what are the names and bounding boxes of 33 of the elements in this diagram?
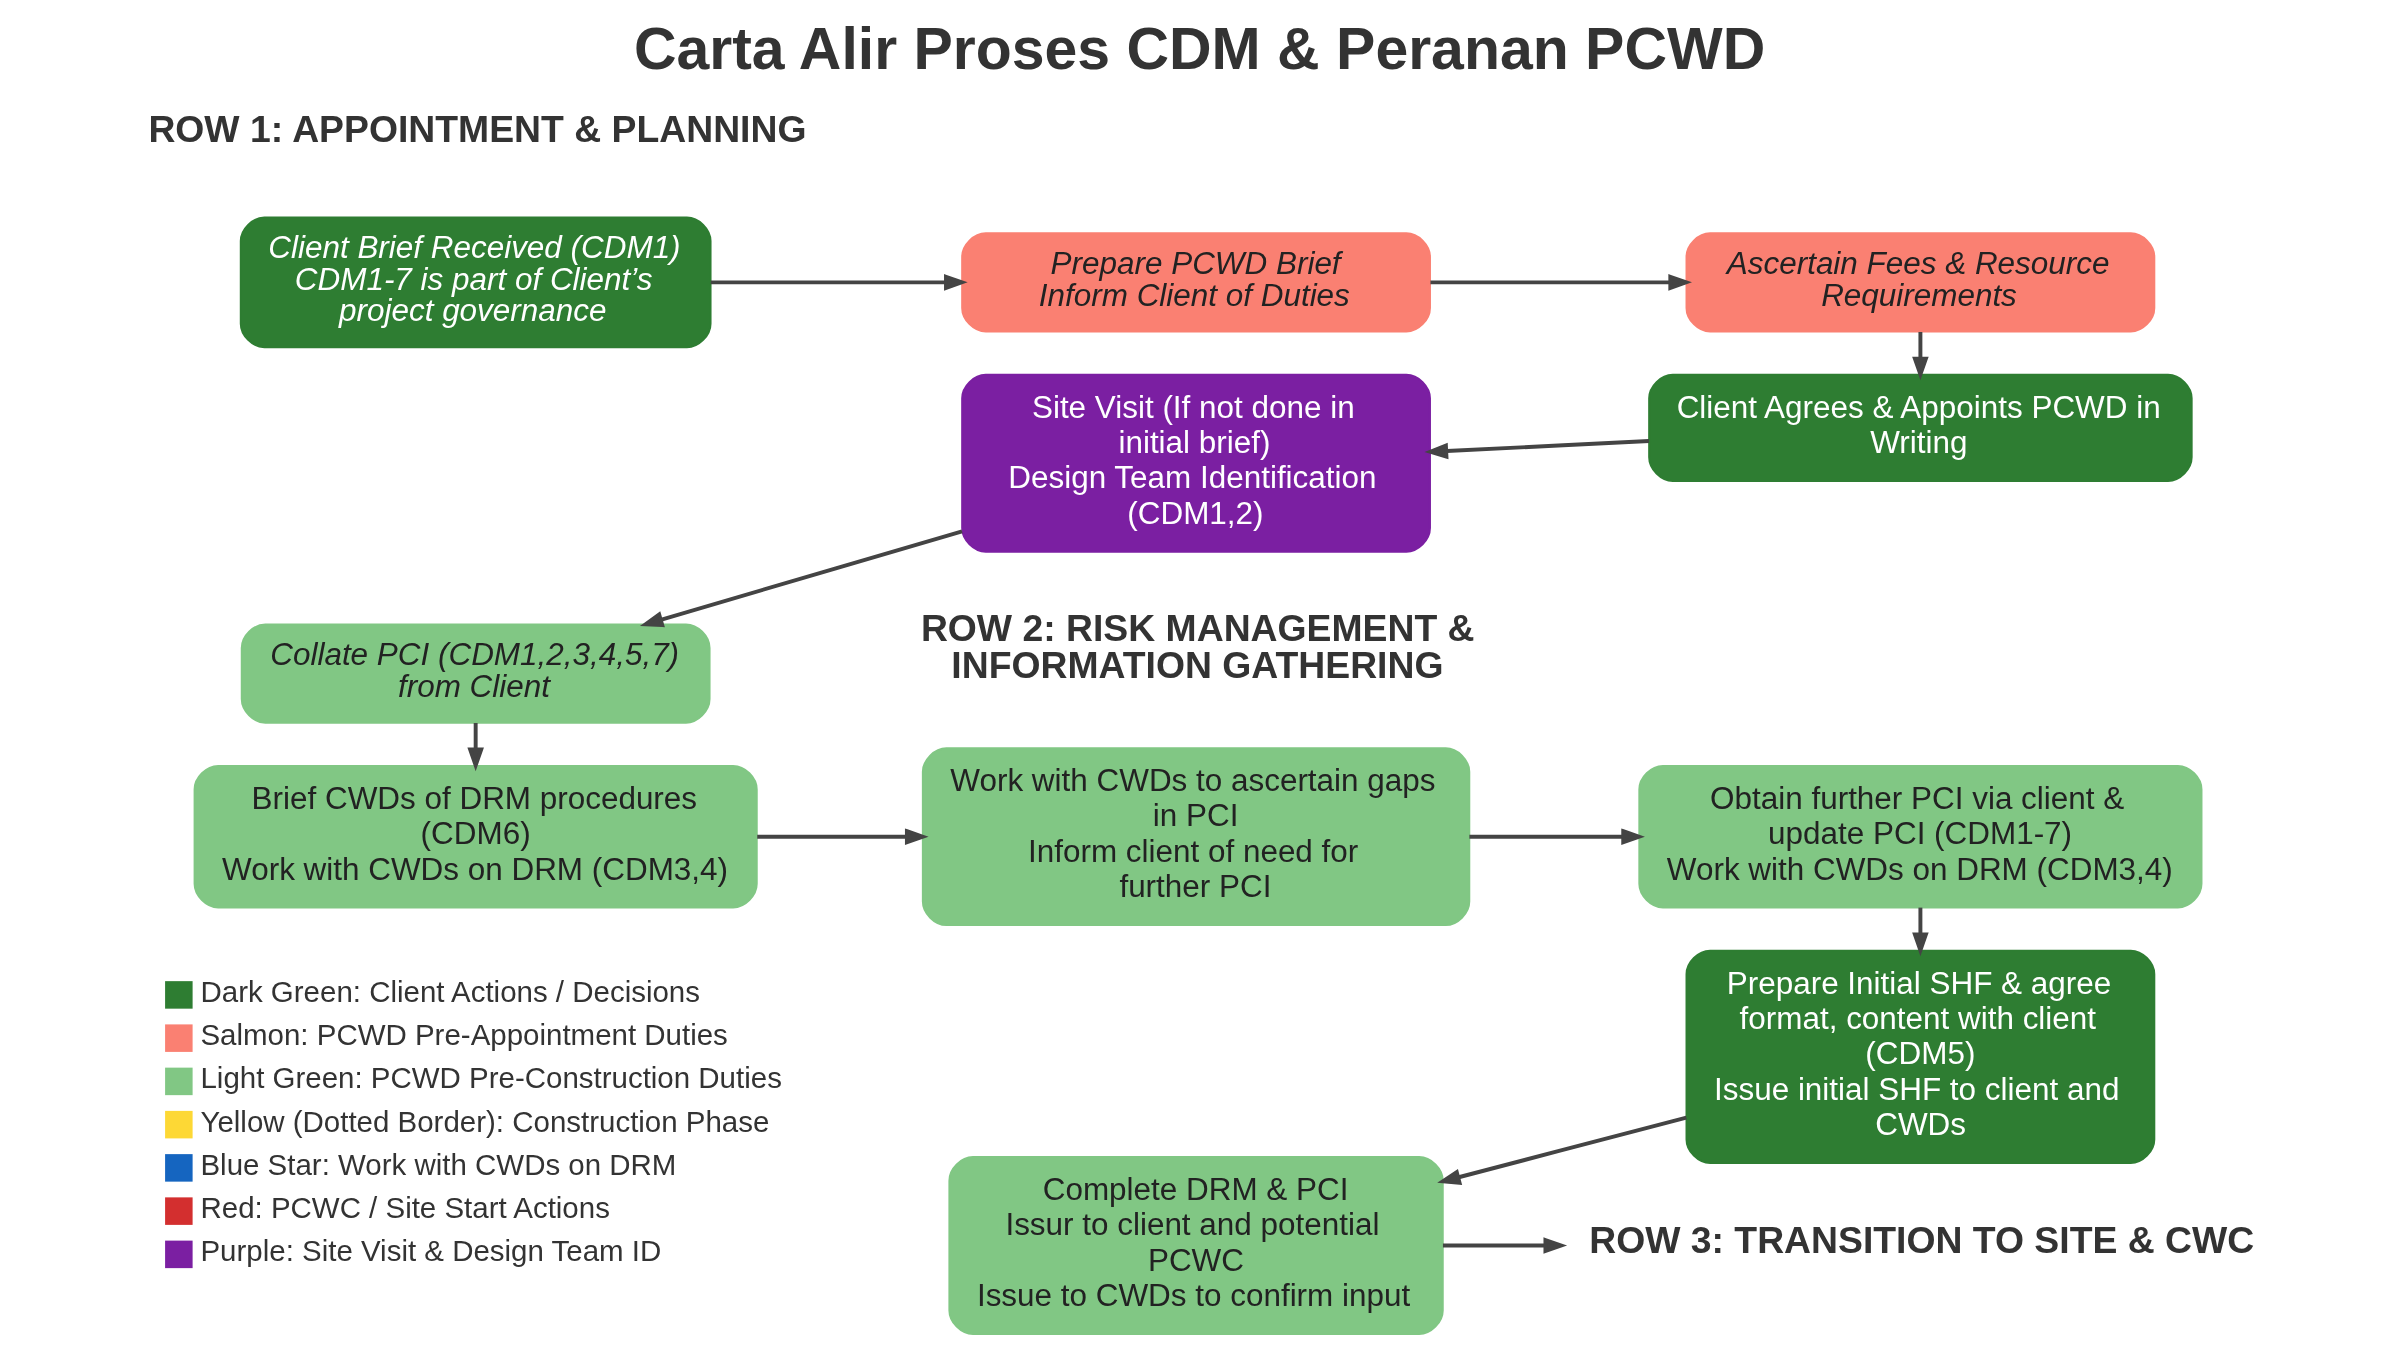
arrow [757,828,929,845]
arrow [1424,439,1650,460]
arrow [710,274,968,291]
node-box: Obtain further PCI via client & update PCI (CDM1-7) Work with CWDs on DRM (CDM3,4) [1638,764,2203,909]
legend-label: Light Green: PCWD Pre-Construction Duties [200,1061,782,1095]
legend-label: Salmon: PCWD Pre-Appointment Duties [200,1018,728,1052]
arrow [1469,828,1645,845]
arrow [467,723,484,772]
label: ROW 2: RISK MANAGEMENT & INFORMATION GATHERING [920,606,1475,686]
legend-label: Purple: Site Visit & Design Team ID [200,1234,662,1268]
legend-label: Yellow (Dotted Border): Construction Phase [200,1104,770,1138]
node-box: Prepare Initial SHF & agree format, content with client (CDM5) Issue initial SHF to client and CWDs [1685,949,2156,1164]
arrow [1912,332,1929,381]
node-box: Ascertain Fees & Resource Requirements [1685,232,2156,333]
arrow [1442,1237,1568,1254]
arrow [1437,1115,1687,1185]
node-box: Work with CWDs to ascertain gaps in PCI Inform client of need for further PCI [921,747,1471,927]
diagram-title: Carta Alir Proses CDM & Peranan PCWD [633,16,1766,82]
node-text: ROW 3: TRANSITION TO SITE & CWC [1589,1218,2255,1261]
node-box: Client Brief Received (CDM1) CDM1-7 is part of Client’s project governance [239,216,712,349]
node-box: Complete DRM & PCI Issur to client and potential PCWC Issue to CWDs to confirm input [948,1156,1444,1335]
node-box: Prepare PCWD Brief Inform Client of Duties [961,232,1431,333]
node-box: Collate PCI (CDM1,2,3,4,5,7) from Client [240,623,711,724]
arrow [1430,274,1692,291]
legend-label: Dark Green: Client Actions / Decisions [200,974,700,1008]
legend-label: Blue Star: Work with CWDs on DRM [200,1147,677,1181]
label: ROW 1: APPOINTMENT & PLANNING [148,108,807,151]
arrow [1912,907,1929,957]
node-box: Brief CWDs of DRM procedures (CDM6) Work with CWDs on DRM (CDM3,4) [193,764,758,909]
legend-label: Red: PCWC / Site Start Actions [200,1191,610,1225]
node-box: Site Visit (If not done in initial brief) Design Team Identification (CDM1,2) [961,373,1431,553]
node-box: Client Agrees & Appoints PCWD in Writing [1648,373,2193,482]
arrow [639,529,963,628]
